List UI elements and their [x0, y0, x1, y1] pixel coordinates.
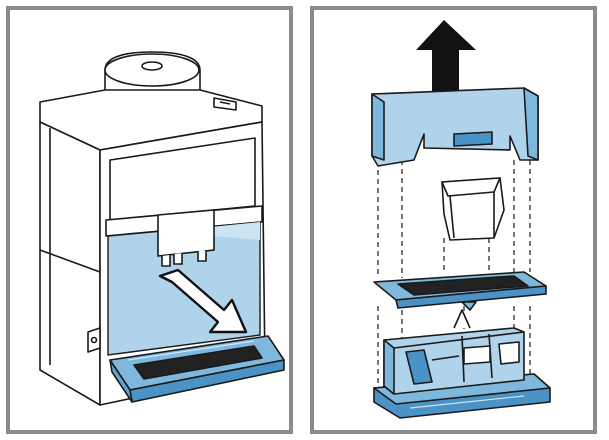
front-cover-icon [371, 87, 539, 167]
drip-tray-base-icon [373, 309, 551, 419]
drip-tray-icon [109, 335, 285, 403]
panel-remove-drip-tray [6, 6, 293, 434]
coffee-machine-icon [39, 51, 285, 406]
lift-up-arrow-icon [416, 20, 476, 108]
dispenser-icon [157, 209, 215, 267]
pull-out-arrow-icon [158, 268, 248, 334]
panel-drip-tray-parts [310, 6, 597, 434]
grounds-container-icon [441, 177, 505, 241]
drip-tray-exploded-icon [371, 20, 551, 419]
drip-tray-grille-icon [373, 271, 547, 311]
